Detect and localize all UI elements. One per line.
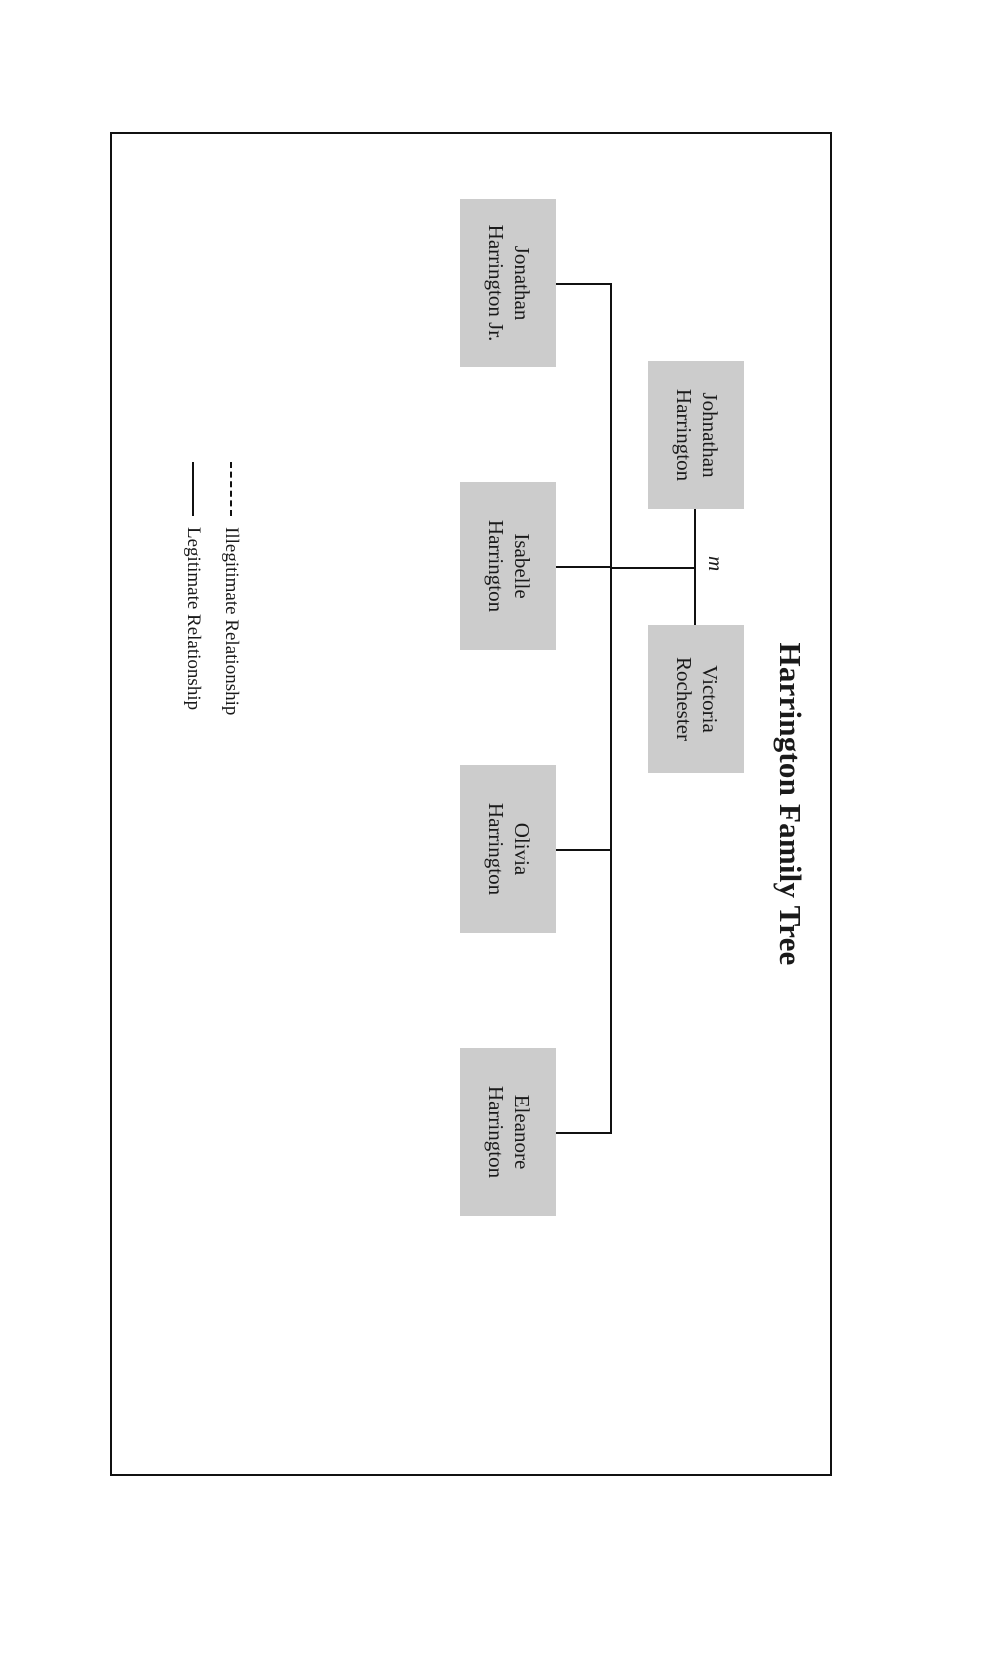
node-child-olivia-harrington[interactable]: Olivia Harrington bbox=[460, 765, 556, 933]
descent-line-to-siblings bbox=[612, 567, 696, 569]
node-child-4-line2: Harrington bbox=[484, 1085, 508, 1179]
legend-item-illegitimate-label: Illegitimate Relationship bbox=[221, 527, 242, 716]
node-child-1-line2: Harrington Jr. bbox=[484, 224, 508, 342]
node-child-1-line1: Jonathan bbox=[509, 245, 534, 321]
legend-solid-line-icon bbox=[192, 462, 194, 516]
legend-item-legitimate-label: Legitimate Relationship bbox=[183, 527, 204, 711]
child-drop-line-4 bbox=[556, 1132, 612, 1134]
node-mother-line1: Victoria bbox=[697, 665, 722, 733]
family-tree-stage: Harrington Family Tree Johnathan Harring… bbox=[110, 132, 832, 1476]
child-drop-line-3 bbox=[556, 849, 612, 851]
node-mother-victoria-rochester[interactable]: Victoria Rochester bbox=[648, 625, 744, 773]
child-drop-line-1 bbox=[556, 283, 612, 285]
node-child-jonathan-harrington-jr[interactable]: Jonathan Harrington Jr. bbox=[460, 199, 556, 367]
node-child-eleanore-harrington[interactable]: Eleanore Harrington bbox=[460, 1048, 556, 1216]
child-drop-line-2 bbox=[556, 566, 612, 568]
node-child-3-line1: Olivia bbox=[509, 822, 534, 876]
node-child-2-line1: Isabelle bbox=[509, 533, 534, 599]
figure-frame-border: Harrington Family Tree Johnathan Harring… bbox=[110, 132, 832, 1476]
marriage-marker-m: m bbox=[704, 556, 728, 572]
figure-title: Harrington Family Tree bbox=[773, 642, 808, 966]
node-father-line2: Harrington bbox=[672, 388, 696, 482]
node-child-2-line2: Harrington bbox=[484, 519, 508, 613]
node-child-4-line1: Eleanore bbox=[509, 1094, 534, 1170]
node-father-johnathan-harrington[interactable]: Johnathan Harrington bbox=[648, 361, 744, 509]
legend-dashed-line-icon bbox=[230, 462, 232, 516]
sibling-connector-spine bbox=[610, 283, 612, 1132]
node-child-isabelle-harrington[interactable]: Isabelle Harrington bbox=[460, 482, 556, 650]
node-father-line1: Johnathan bbox=[697, 392, 722, 478]
node-mother-line2: Rochester bbox=[672, 657, 696, 741]
legend-item-legitimate: Legitimate Relationship bbox=[182, 462, 204, 710]
node-child-3-line2: Harrington bbox=[484, 802, 508, 896]
legend-item-illegitimate: Illegitimate Relationship bbox=[220, 462, 242, 715]
